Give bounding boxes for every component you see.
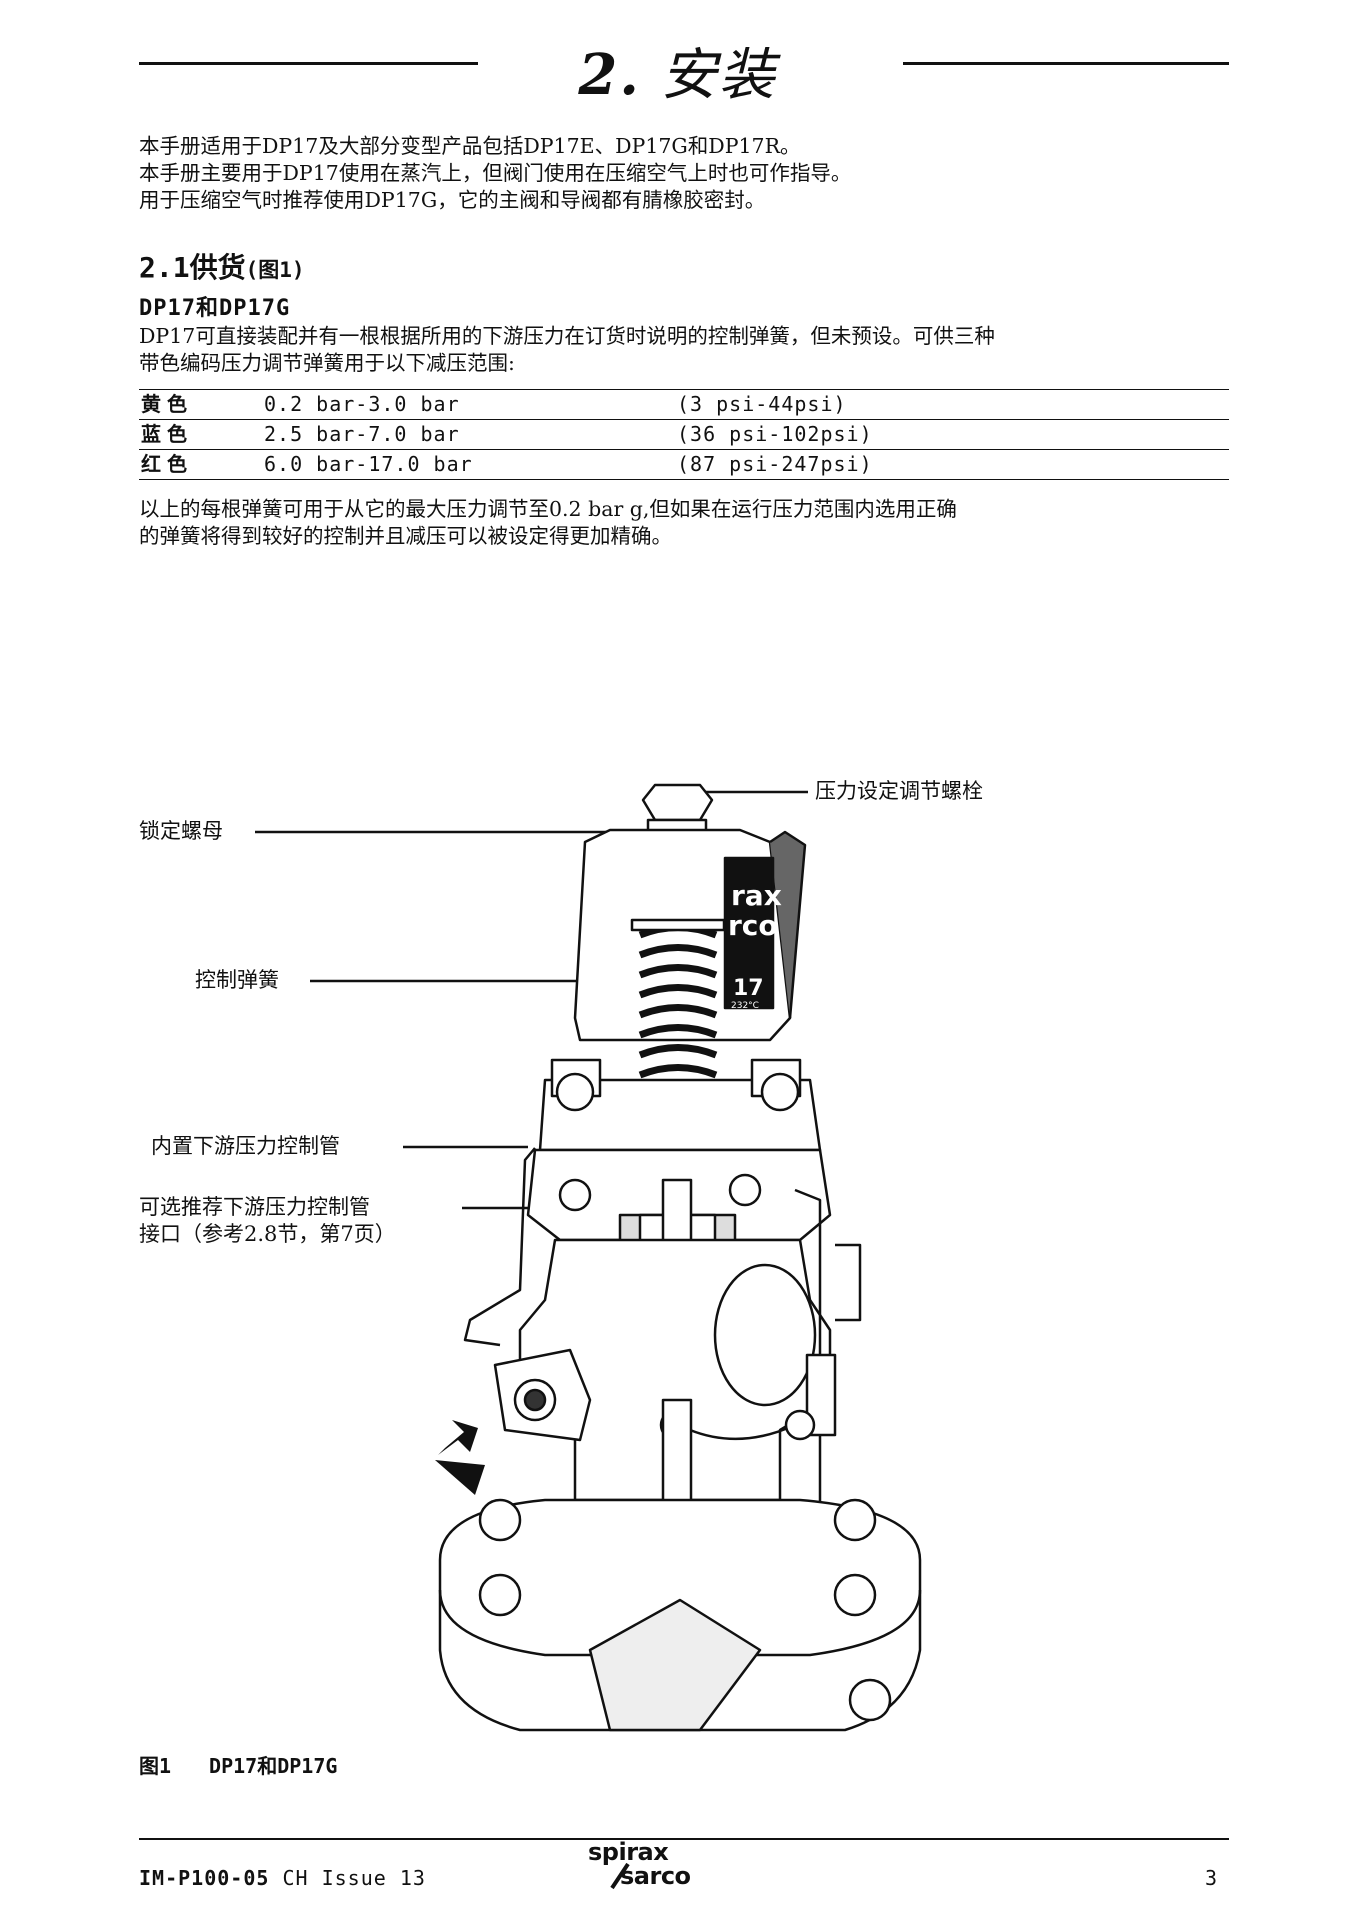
caption-number: 图1 — [139, 1754, 172, 1778]
description-line: DP17可直接装配并有一根根据所用的下游压力在订货时说明的控制弹簧，但未预设。可… — [139, 324, 995, 348]
note-line: 以上的每根弹簧可用于从它的最大压力调节至0.2 bar g,但如果在运行压力范围… — [139, 497, 957, 521]
intro-line: 本手册适用于DP17及大部分变型产品包括DP17E、DP17G和DP17R。 — [139, 134, 801, 158]
section-heading-text: 2.1供货 — [139, 251, 246, 284]
page-number: 3 — [1205, 1866, 1218, 1890]
spring-color: 黄色 — [141, 392, 193, 416]
page-title: 2. 安装 — [0, 30, 1355, 111]
badge-model: 17 — [733, 976, 764, 1001]
supply-description: DP17可直接装配并有一根根据所用的下游压力在订货时说明的控制弹簧，但未预设。可… — [139, 323, 1229, 377]
spring-note: 以上的每根弹簧可用于从它的最大压力调节至0.2 bar g,但如果在运行压力范围… — [139, 496, 1229, 550]
table-row: 黄色 0.2 bar-3.0 bar (3 psi-44psi) — [139, 390, 1229, 420]
spirax-sarco-logo: spirax sarco — [578, 1838, 778, 1908]
label-adjust-bolt: 压力设定调节螺栓 — [815, 779, 983, 803]
figure-caption: 图1 DP17和DP17G — [139, 1750, 375, 1779]
label-optional-pipe-line1: 可选推荐下游压力控制管 — [139, 1195, 370, 1219]
footer-rule — [139, 1838, 1229, 1840]
badge-brand-2: rco — [728, 909, 778, 942]
flow-arrow-icon — [435, 1420, 485, 1495]
intro-line: 本手册主要用于DP17使用在蒸汽上，但阀门使用在压缩空气上时也可作指导。 — [139, 161, 852, 185]
spring-psi-range: (3 psi-44psi) — [677, 392, 847, 416]
doc-code: IM-P100-05 — [139, 1866, 270, 1890]
label-optional-pipe: 可选推荐下游压力控制管 接口（参考2.8节，第7页） — [139, 1194, 396, 1248]
label-control-spring: 控制弹簧 — [195, 968, 279, 992]
table-row: 红色 6.0 bar-17.0 bar (87 psi-247psi) — [139, 450, 1229, 480]
logo-slash-icon — [610, 1862, 630, 1890]
intro-line: 用于压缩空气时推荐使用DP17G，它的主阀和导阀都有腈橡胶密封。 — [139, 188, 766, 212]
section-title: 安装 — [660, 43, 777, 108]
section-number: 2. — [578, 42, 641, 108]
table-row: 蓝色 2.5 bar-7.0 bar (36 psi-102psi) — [139, 420, 1229, 450]
caption-title: DP17和DP17G — [209, 1754, 338, 1778]
logo-top: spirax — [588, 1838, 669, 1866]
spring-bar-range: 0.2 bar-3.0 bar — [264, 392, 460, 416]
spring-psi-range: (87 psi-247psi) — [677, 452, 873, 476]
badge-rating: 232°C — [731, 1001, 759, 1011]
spring-bar-range: 6.0 bar-17.0 bar — [264, 452, 473, 476]
logo-bottom: sarco — [620, 1862, 691, 1890]
document-code: IM-P100-05 CH Issue 13 — [139, 1866, 426, 1890]
note-line: 的弹簧将得到较好的控制并且减压可以被设定得更加精确。 — [139, 524, 672, 548]
badge-brand-1: rax — [731, 879, 782, 912]
spring-bar-range: 2.5 bar-7.0 bar — [264, 422, 460, 446]
header-rule-right — [903, 62, 1229, 65]
spring-psi-range: (36 psi-102psi) — [677, 422, 873, 446]
label-optional-pipe-line2: 接口（参考2.8节，第7页） — [139, 1222, 396, 1246]
subheading: DP17和DP17G — [139, 296, 291, 321]
label-lock-nut: 锁定螺母 — [139, 819, 223, 843]
doc-suffix: CH Issue 13 — [282, 1866, 426, 1890]
description-line: 带色编码压力调节弹簧用于以下减压范围: — [139, 351, 515, 375]
intro-paragraph: 本手册适用于DP17及大部分变型产品包括DP17E、DP17G和DP17R。 本… — [139, 133, 1229, 214]
section-heading-ref: (图1) — [245, 258, 305, 282]
spring-color: 蓝色 — [141, 422, 193, 446]
label-internal-pipe: 内置下游压力控制管 — [151, 1134, 340, 1158]
section-heading: 2.1供货(图1) — [139, 246, 305, 286]
spring-color: 红色 — [141, 452, 193, 476]
spring-table: 黄色 0.2 bar-3.0 bar (3 psi-44psi) 蓝色 2.5 … — [139, 389, 1229, 480]
header-rule-left — [139, 62, 478, 65]
